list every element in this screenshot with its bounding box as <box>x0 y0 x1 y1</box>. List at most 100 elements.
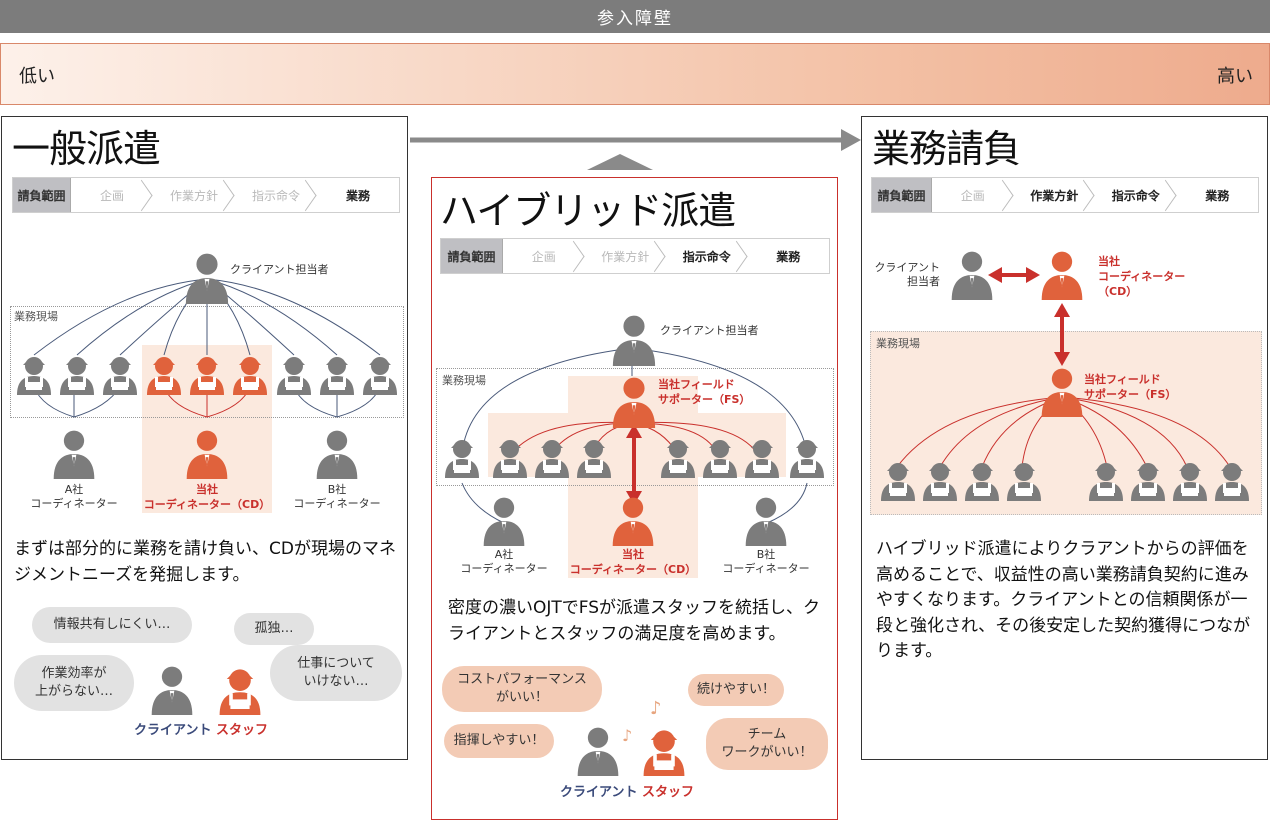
field-supporter-icon <box>609 376 659 428</box>
scope-label: 請負範囲 <box>872 178 932 212</box>
barrier-scale: 低い 高い <box>0 43 1270 105</box>
music-note-icon: ♪ <box>622 726 633 745</box>
scope-steps: 請負範囲 企画 作業方針 指示命令 業務 <box>871 177 1259 213</box>
fs-label-line2: サポーター（FS） <box>658 393 751 406</box>
bubble-easy-continue: 続けやすい！ <box>688 674 784 706</box>
client-manager-label: クライアント 担当者 <box>874 261 940 289</box>
our-staff-icon <box>490 438 530 478</box>
client-manager-label: クライアント担当者 <box>660 324 759 337</box>
staff-icon <box>57 355 97 395</box>
our-staff-icon <box>532 438 572 478</box>
panel-business-contract: 業務請負 請負範囲 企画 作業方針 指示命令 業務 クライアント 担当者 当社 … <box>861 116 1268 760</box>
client-icon <box>574 726 622 776</box>
step-planning: 企画 <box>503 239 585 273</box>
our-coordinator-icon <box>183 429 231 479</box>
staff-icon <box>878 461 918 501</box>
our-staff-icon <box>144 355 184 395</box>
coordinator-b-label: B社 コーディネーター <box>293 483 381 511</box>
step-policy: 作業方針 <box>153 178 235 212</box>
client-manager-label: クライアント担当者 <box>230 263 329 276</box>
staff-icon <box>274 355 314 395</box>
scope-steps: 請負範囲 企画 作業方針 指示命令 業務 <box>12 177 400 213</box>
bubble-keep-up: 仕事について いけない… <box>270 645 402 701</box>
bubble-cost-performance: コストパフォーマンス がいい！ <box>442 666 602 712</box>
client-tag: クライアント <box>560 785 638 800</box>
step-work: 業務 <box>1205 188 1230 203</box>
cd-label-line3: （CD） <box>1098 285 1138 298</box>
music-note-icon: ♪ <box>650 698 662 719</box>
client-manager-icon <box>182 252 232 304</box>
barrier-low-label: 低い <box>19 66 55 87</box>
step-policy: 作業方針 <box>1014 178 1096 212</box>
staff-icon <box>920 461 960 501</box>
staff-icon <box>216 667 264 715</box>
fs-label-line2: サポーター（FS） <box>1084 388 1177 401</box>
staff-icon <box>14 355 54 395</box>
staff-icon <box>100 355 140 395</box>
staff-icon <box>1086 461 1126 501</box>
staff-icon <box>317 355 357 395</box>
step-planning: 企画 <box>71 178 153 212</box>
barrier-title: 参入障壁 <box>597 9 673 29</box>
panel-description: ハイブリッド派遣によりクラアントからの評価を高めることで、収益性の高い業務請負契… <box>876 539 1251 661</box>
our-staff-icon <box>230 355 270 395</box>
step-instruction: 指示命令 <box>235 178 317 212</box>
fs-label-line1: 当社フィールド <box>1084 373 1161 386</box>
step-instruction: 指示命令 <box>666 239 748 273</box>
coordinator-b-icon <box>313 429 361 479</box>
coordinator-b-icon <box>742 496 790 546</box>
staff-icon <box>442 438 482 478</box>
step-policy: 作業方針 <box>585 239 667 273</box>
panel-description: 密度の濃いOJTでFSが派遣スタッフを統括し、クライアントとスタッフの満足度を高… <box>448 598 821 644</box>
our-coordinator-label-line2: コーディネーター（CD） <box>143 498 271 511</box>
staff-icon <box>1004 461 1044 501</box>
step-instruction: 指示命令 <box>1095 178 1177 212</box>
coordinator-a-label: A社 コーディネーター <box>460 548 548 576</box>
our-staff-icon <box>574 438 614 478</box>
our-coordinator-label-line1: 当社 <box>196 483 218 496</box>
our-coordinator-icon <box>609 496 657 546</box>
step-work: 業務 <box>776 249 801 264</box>
work-site-label: 業務現場 <box>14 310 58 323</box>
step-planning: 企画 <box>932 178 1014 212</box>
progression-arrow <box>410 129 861 170</box>
bubble-easy-command: 指揮しやすい！ <box>444 724 554 758</box>
our-staff-icon <box>187 355 227 395</box>
bubble-teamwork: チーム ワークがいい！ <box>706 718 828 770</box>
panel-title: 一般派遣 <box>12 127 161 171</box>
panel-title: 業務請負 <box>872 127 1021 171</box>
coordinator-a-icon <box>480 496 528 546</box>
coordinator-a-label: A社 コーディネーター <box>30 483 118 511</box>
our-coordinator-label-line2: コーディネーター（CD） <box>569 563 697 576</box>
barrier-high-label: 高い <box>1217 66 1253 87</box>
panel-general-dispatch: 一般派遣 請負範囲 企画 作業方針 指示命令 業務 業務現場 クライアント担当者… <box>1 116 408 760</box>
our-staff-icon <box>700 438 740 478</box>
fs-label-line1: 当社フィールド <box>658 378 735 391</box>
panel-description: まずは部分的に業務を請け負い、CDが現場のマネジメントニーズを発掘します。 <box>14 539 396 585</box>
staff-icon <box>1212 461 1252 501</box>
bubble-lonely: 孤独… <box>234 613 314 645</box>
client-tag: クライアント <box>134 723 212 738</box>
staff-icon <box>962 461 1002 501</box>
staff-icon <box>640 728 688 776</box>
our-staff-icon <box>742 438 782 478</box>
scope-label: 請負範囲 <box>13 178 71 212</box>
work-site-label: 業務現場 <box>876 337 920 350</box>
scope-steps: 請負範囲 企画 作業方針 指示命令 業務 <box>440 238 830 274</box>
staff-tag: スタッフ <box>216 723 269 738</box>
bubble-info-sharing: 情報共有しにくい… <box>32 607 192 643</box>
coordinator-b-label: B社 コーディネーター <box>722 548 810 576</box>
panel-hybrid-dispatch: ハイブリッド派遣 請負範囲 企画 作業方針 指示命令 業務 業務現場 クライアン… <box>431 177 838 820</box>
staff-tag: スタッフ <box>642 785 695 800</box>
staff-icon <box>1128 461 1168 501</box>
bubble-efficiency: 作業効率が 上がらない… <box>14 655 134 711</box>
staff-icon <box>1170 461 1210 501</box>
scope-label: 請負範囲 <box>441 239 503 273</box>
work-site-label: 業務現場 <box>442 374 486 387</box>
staff-icon <box>787 438 827 478</box>
step-work: 業務 <box>345 188 370 203</box>
cd-label-line1: 当社 <box>1098 255 1120 268</box>
panel-title: ハイブリッド派遣 <box>440 189 736 233</box>
client-manager-icon <box>609 314 659 366</box>
field-supporter-icon <box>1038 367 1086 417</box>
